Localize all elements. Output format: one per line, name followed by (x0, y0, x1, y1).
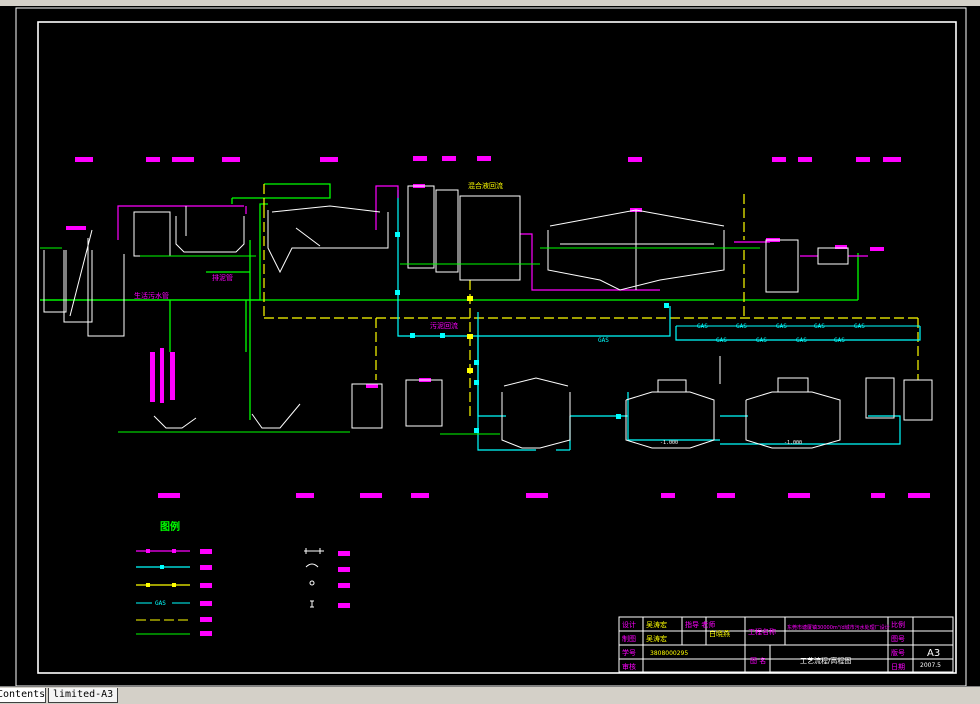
outer-frame (15, 7, 967, 686)
layout-tabs: Contents limited-A3 (0, 686, 980, 704)
svg-text:GAS: GAS (854, 323, 865, 330)
top-label-blocks (66, 156, 930, 498)
svg-text:GAS: GAS (155, 600, 166, 607)
title-block-grid (618, 616, 954, 673)
title-block-text: 设计 吴涛宏 制图 吴涛宏 指导 老师 白晓燕 工程名称 东莞市塘厦镇30000… (622, 620, 941, 671)
top-scrollbar[interactable] (0, 0, 980, 6)
gas-labels: GAS GAS GAS GAS GAS GAS GAS GAS GAS GAS (598, 323, 920, 344)
svg-text:GAS: GAS (756, 337, 767, 344)
svg-text:GAS: GAS (776, 323, 787, 330)
svg-text:吴涛宏: 吴涛宏 (646, 634, 667, 643)
drawing-border (37, 21, 957, 674)
svg-text:日期: 日期 (891, 663, 905, 671)
svg-text:混合液回流: 混合液回流 (468, 181, 503, 190)
svg-text:制图: 制图 (622, 634, 636, 643)
cad-drawing-canvas[interactable]: GAS GAS GAS GAS GAS GAS GAS GAS GAS GAS … (0, 0, 980, 686)
svg-text:指导 老师: 指导 老师 (685, 620, 715, 629)
tank-levels: -1.000 -1.000 (660, 440, 802, 446)
svg-text:比例: 比例 (891, 620, 905, 629)
svg-text:GAS: GAS (598, 337, 609, 344)
svg-text:GAS: GAS (736, 323, 747, 330)
svg-text:GAS: GAS (814, 323, 825, 330)
ground-marks (40, 247, 760, 435)
svg-text:审核: 审核 (622, 662, 636, 671)
yellow-markers (467, 296, 473, 373)
tab-contents[interactable]: Contents (0, 688, 46, 703)
svg-text:吴涛宏: 吴涛宏 (646, 620, 667, 629)
legend-lines: GAS (136, 548, 350, 636)
svg-text:GAS: GAS (697, 323, 708, 330)
svg-text:-1.000: -1.000 (660, 440, 678, 446)
svg-text:白晓燕: 白晓燕 (709, 629, 730, 638)
cyan-markers (395, 232, 669, 433)
svg-text:图 名: 图 名 (750, 656, 766, 665)
cyan-sludge-lines (397, 190, 921, 451)
svg-text:A3: A3 (927, 648, 940, 659)
tab-limited-a3[interactable]: limited-A3 (48, 688, 118, 703)
svg-text:-1.000: -1.000 (784, 440, 802, 446)
legend-title: 图例 (160, 520, 180, 533)
pipe-labels: 排泥管 污泥回流 生活污水管 混合液回流 (134, 181, 503, 330)
svg-text:工程名称: 工程名称 (748, 627, 776, 636)
green-pipelines (40, 183, 859, 420)
svg-text:图号: 图号 (891, 635, 905, 643)
svg-text:GAS: GAS (834, 337, 845, 344)
svg-text:设计: 设计 (622, 620, 636, 629)
svg-text:工艺流程/高程图: 工艺流程/高程图 (800, 656, 851, 665)
svg-text:排泥管: 排泥管 (212, 273, 233, 282)
svg-text:3808000295: 3808000295 (650, 650, 688, 657)
magenta-process-lines (117, 185, 868, 291)
svg-text:东莞市塘厦镇30000m³/d城市污水处理厂设计: 东莞市塘厦镇30000m³/d城市污水处理厂设计 (787, 624, 890, 631)
svg-text:污泥回流: 污泥回流 (430, 321, 458, 330)
svg-text:学号: 学号 (622, 648, 636, 657)
svg-text:2007.5: 2007.5 (920, 662, 941, 669)
yellow-return-lines (263, 184, 919, 416)
svg-text:生活污水管: 生活污水管 (134, 291, 169, 300)
process-equipment (43, 185, 933, 449)
svg-text:GAS: GAS (796, 337, 807, 344)
svg-text:GAS: GAS (716, 337, 727, 344)
svg-text:版号: 版号 (891, 648, 905, 657)
